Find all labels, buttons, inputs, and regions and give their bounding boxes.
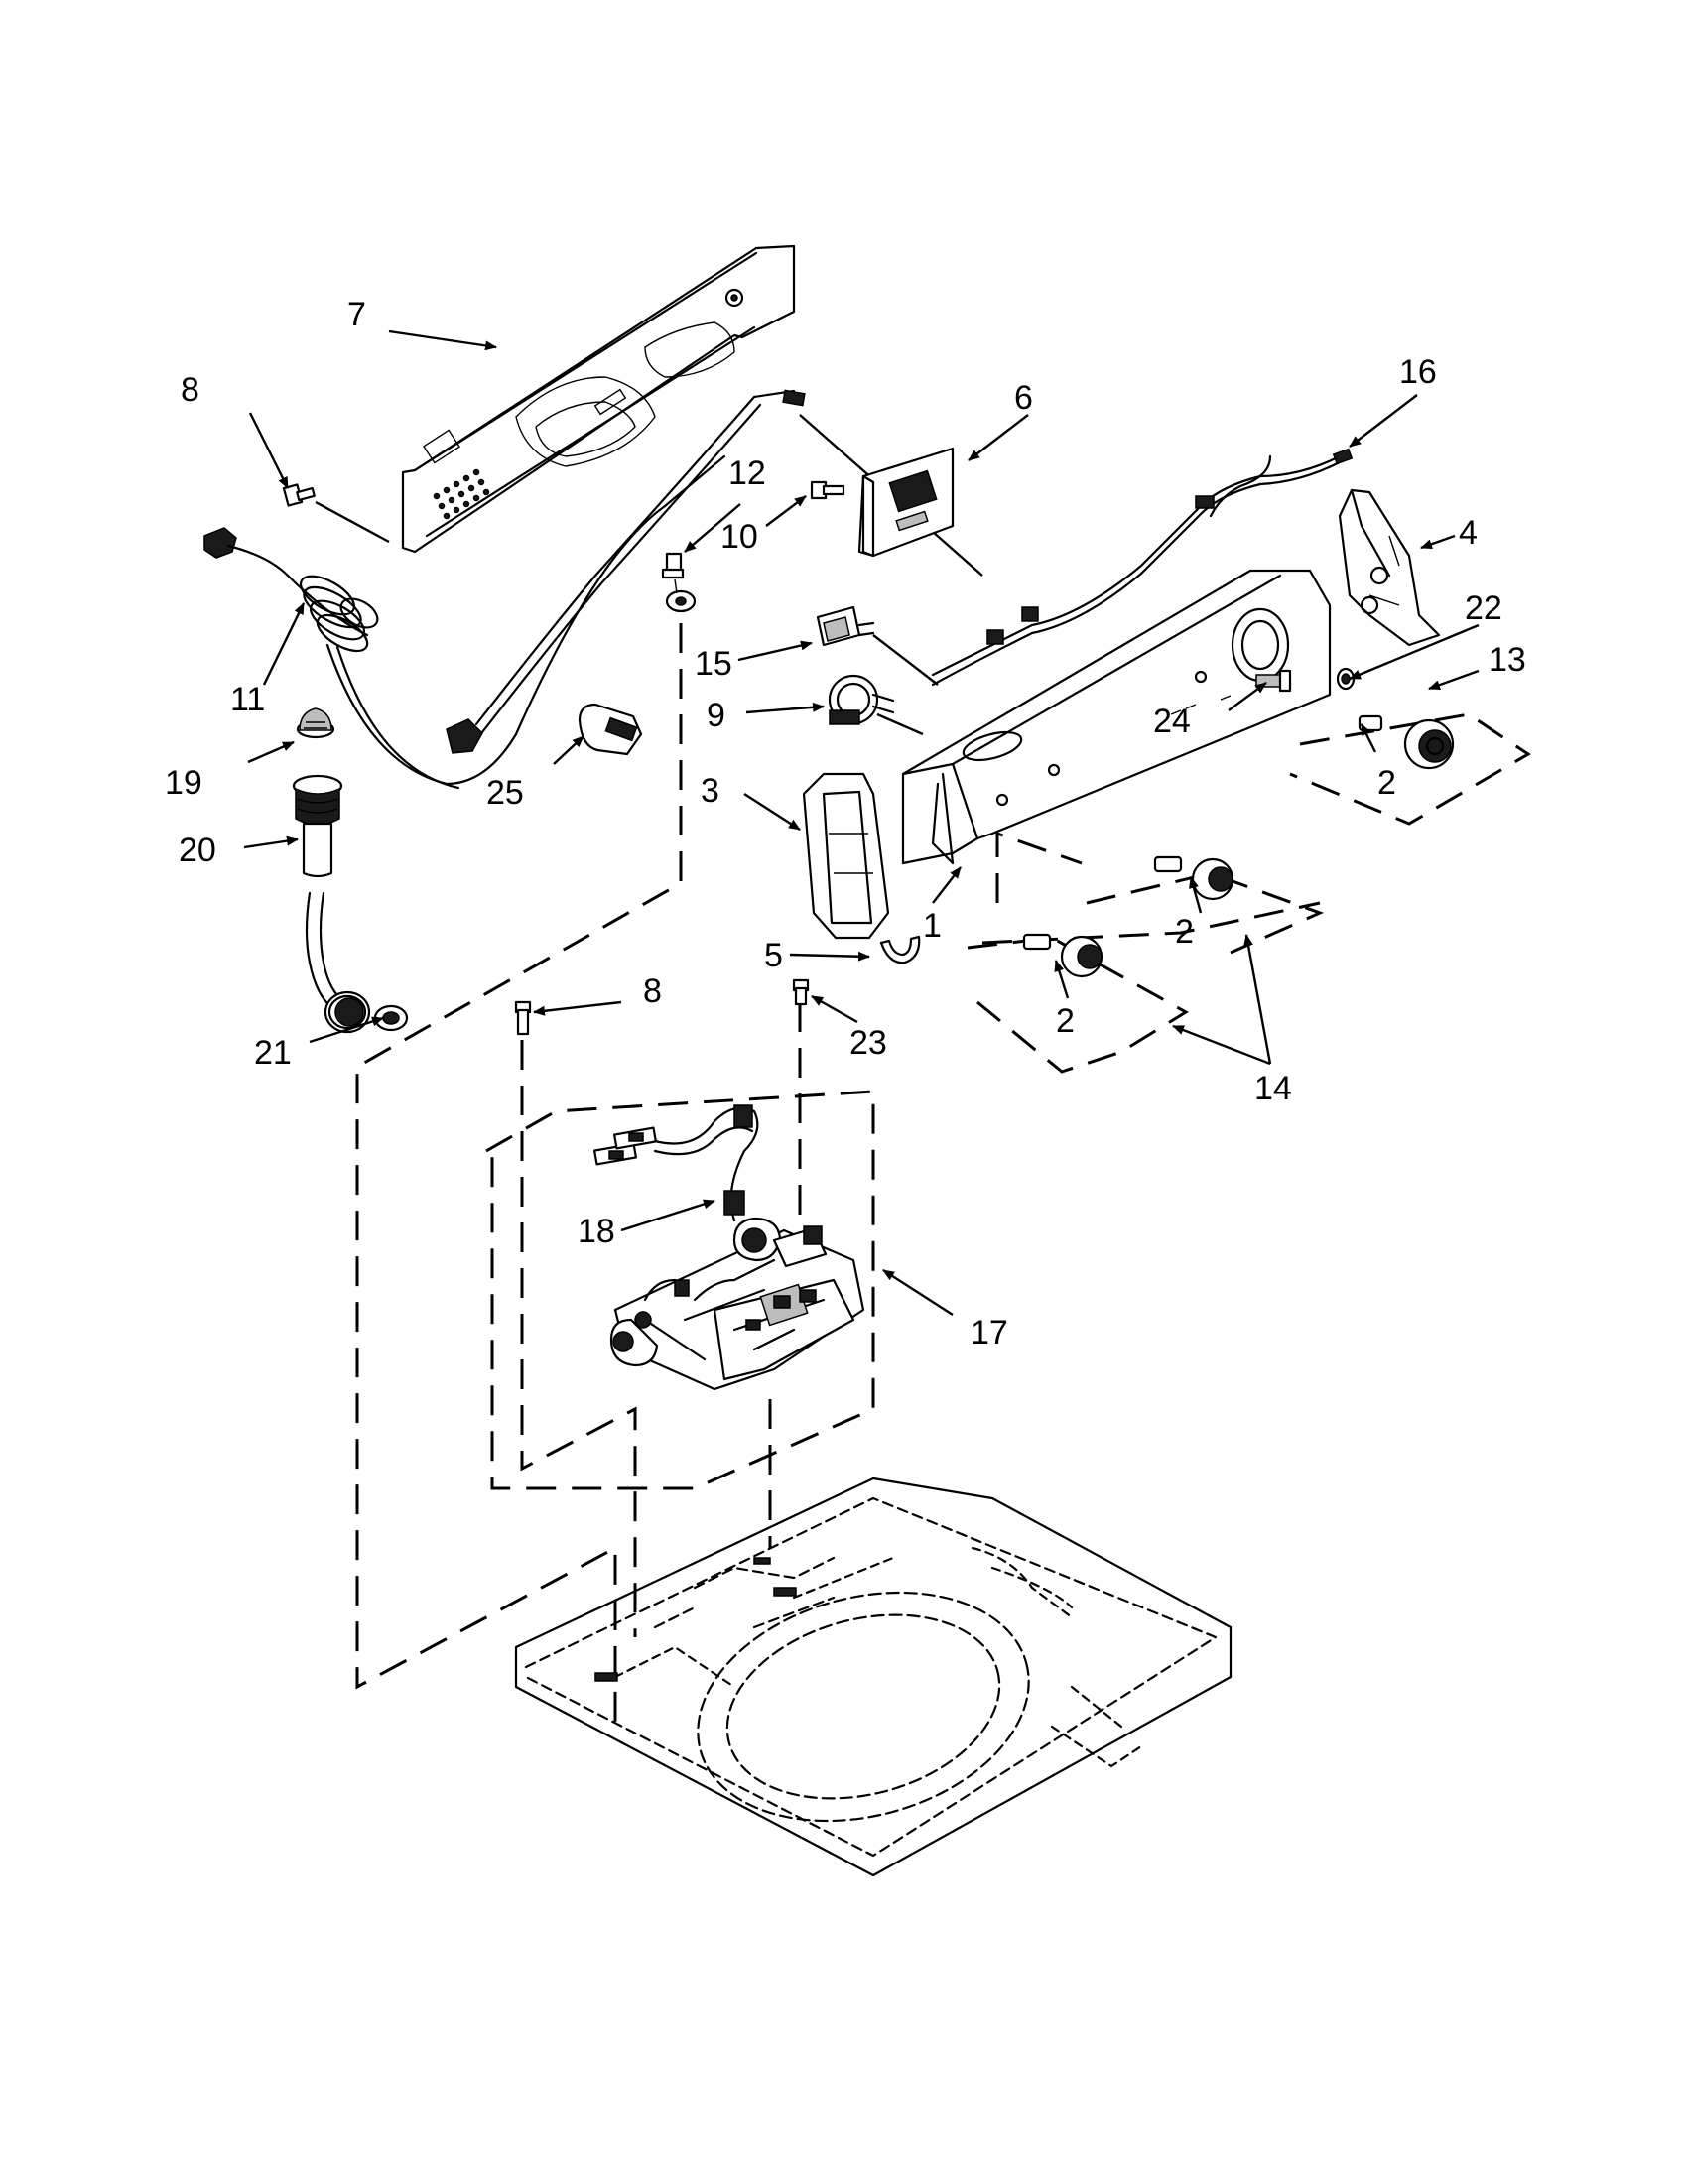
side-cover	[802, 772, 890, 940]
callout-5: 5	[764, 937, 783, 974]
callout-6: 6	[1014, 379, 1033, 417]
valve-harness	[592, 1104, 759, 1222]
wire-harness	[931, 448, 1354, 687]
callout-11: 11	[230, 681, 265, 718]
callout-2-lower-right: 2	[1175, 913, 1194, 951]
console-front-panel	[901, 569, 1332, 865]
water-valve	[609, 1217, 865, 1391]
callout-4: 4	[1459, 514, 1478, 552]
callout-2-lower-left: 2	[1056, 1002, 1075, 1040]
screw-upper	[282, 483, 390, 544]
callout-21: 21	[254, 1034, 292, 1072]
knob-lower-left	[1022, 933, 1103, 978]
callout-20: 20	[179, 832, 216, 869]
end-cap	[1338, 488, 1441, 647]
leader-lines	[243, 329, 1480, 1317]
callout-24: 24	[1153, 703, 1191, 740]
inlet-hose	[292, 774, 371, 1034]
knob-shaft-24	[1255, 669, 1292, 693]
callout-3: 3	[701, 772, 719, 810]
console-rear-panel	[401, 244, 796, 554]
screw-lower	[514, 1000, 532, 1036]
callout-10: 10	[720, 518, 758, 556]
callout-9: 9	[707, 697, 725, 734]
lid-switch	[816, 605, 939, 686]
cord-clip	[661, 552, 697, 613]
callout-23: 23	[849, 1024, 887, 1062]
callout-19: 19	[165, 764, 202, 802]
knob-lower-right	[1153, 855, 1234, 901]
callout-8-upper: 8	[181, 371, 199, 409]
callout-13: 13	[1489, 641, 1526, 679]
callout-2-upper-right: 2	[1377, 764, 1396, 802]
callout-8-lower: 8	[643, 972, 662, 1010]
callout-labels: 1 2 2 2 3 4 5 6 7 8 8 9 10 11 12 13 14 1…	[165, 296, 1526, 1351]
callout-17: 17	[971, 1314, 1008, 1351]
callout-15: 15	[695, 645, 732, 683]
assembly-lines	[355, 623, 1531, 1732]
callout-16: 16	[1399, 353, 1437, 391]
callout-25: 25	[486, 774, 524, 812]
cabinet-top	[514, 1477, 1233, 1877]
callout-1: 1	[923, 907, 942, 945]
screw-23	[792, 978, 810, 1006]
callout-12: 12	[728, 454, 766, 492]
screw-10	[810, 480, 845, 500]
power-cord	[203, 389, 983, 790]
pressure-switch	[828, 674, 924, 736]
callout-18: 18	[578, 1213, 615, 1250]
inlet-screen	[296, 707, 335, 739]
callout-22: 22	[1465, 589, 1502, 627]
clip-25	[578, 703, 643, 756]
callout-7: 7	[347, 296, 366, 333]
electronic-control	[857, 447, 955, 558]
clip-5	[879, 935, 921, 964]
callout-14: 14	[1254, 1070, 1292, 1107]
